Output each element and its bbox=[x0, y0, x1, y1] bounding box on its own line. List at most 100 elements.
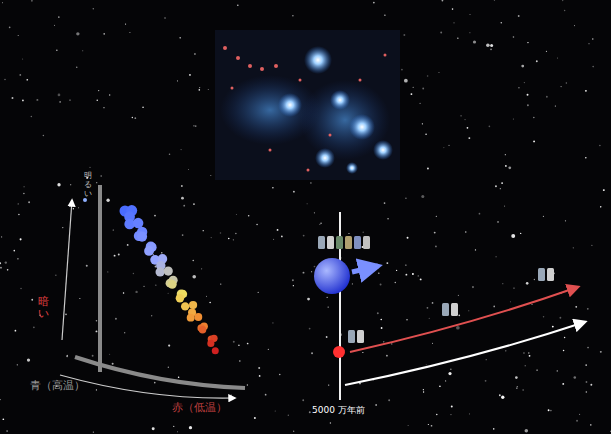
star bbox=[124, 332, 125, 333]
star bbox=[201, 268, 202, 269]
hr-axes bbox=[75, 185, 245, 388]
star bbox=[254, 417, 256, 419]
star bbox=[386, 262, 388, 264]
star bbox=[0, 262, 1, 264]
star bbox=[309, 328, 311, 330]
figure-icon bbox=[318, 236, 325, 249]
star bbox=[352, 283, 353, 284]
star-dot bbox=[189, 301, 197, 309]
star bbox=[425, 133, 427, 135]
star bbox=[526, 282, 529, 285]
star bbox=[419, 103, 420, 104]
star bbox=[408, 425, 409, 426]
axis-label: 青（高温） bbox=[30, 378, 85, 393]
star bbox=[550, 410, 552, 412]
time-label: 5000 万年前 bbox=[312, 404, 365, 417]
star bbox=[179, 37, 181, 39]
star bbox=[585, 90, 587, 92]
star bbox=[1, 236, 2, 237]
figure-icon bbox=[348, 330, 355, 343]
star bbox=[118, 254, 120, 256]
star bbox=[311, 352, 313, 354]
star bbox=[468, 310, 469, 311]
star bbox=[28, 201, 30, 203]
star bbox=[2, 418, 4, 420]
star bbox=[309, 411, 311, 413]
star bbox=[529, 355, 531, 357]
star bbox=[485, 380, 487, 382]
star bbox=[489, 126, 491, 128]
star bbox=[515, 376, 518, 379]
star bbox=[303, 235, 305, 237]
star bbox=[65, 313, 67, 315]
star bbox=[66, 355, 68, 357]
star bbox=[89, 167, 90, 168]
star bbox=[521, 65, 524, 68]
star bbox=[132, 117, 133, 118]
star bbox=[505, 350, 506, 351]
star-dot bbox=[207, 340, 214, 347]
star bbox=[314, 266, 316, 268]
star bbox=[109, 354, 110, 355]
star bbox=[527, 104, 529, 106]
star bbox=[559, 317, 561, 319]
star bbox=[18, 35, 19, 36]
star bbox=[442, 0, 444, 1]
star bbox=[195, 125, 197, 127]
star bbox=[33, 326, 35, 328]
star bbox=[510, 301, 511, 302]
star bbox=[123, 292, 124, 293]
star bbox=[565, 220, 566, 221]
star bbox=[378, 273, 379, 274]
star bbox=[154, 215, 156, 217]
star bbox=[188, 169, 189, 170]
star bbox=[387, 218, 388, 219]
star bbox=[431, 425, 433, 427]
star bbox=[380, 284, 382, 286]
star bbox=[528, 352, 530, 354]
star bbox=[429, 318, 430, 319]
star bbox=[453, 22, 454, 23]
star bbox=[527, 94, 529, 96]
star bbox=[495, 185, 497, 187]
star bbox=[268, 349, 269, 350]
star bbox=[585, 157, 587, 159]
star bbox=[228, 238, 229, 239]
star bbox=[548, 409, 550, 411]
star bbox=[129, 32, 130, 33]
star bbox=[292, 279, 294, 281]
star bbox=[563, 350, 565, 352]
star bbox=[265, 394, 267, 396]
star bbox=[177, 431, 178, 432]
star bbox=[31, 0, 33, 2]
star bbox=[143, 286, 144, 287]
star bbox=[17, 258, 18, 259]
star bbox=[412, 273, 414, 275]
star bbox=[436, 216, 437, 217]
star-dot bbox=[168, 280, 177, 289]
star bbox=[458, 315, 460, 317]
star bbox=[566, 82, 568, 84]
star bbox=[258, 367, 260, 369]
star bbox=[211, 237, 212, 238]
star bbox=[511, 234, 515, 238]
star bbox=[610, 431, 611, 432]
star bbox=[522, 389, 524, 391]
star bbox=[4, 79, 6, 81]
star bbox=[452, 8, 454, 10]
star bbox=[600, 351, 602, 353]
star bbox=[152, 427, 155, 430]
star bbox=[513, 287, 514, 288]
star bbox=[516, 388, 517, 389]
star bbox=[135, 291, 137, 293]
star bbox=[450, 414, 451, 415]
star bbox=[465, 231, 466, 232]
star bbox=[380, 319, 382, 321]
star bbox=[473, 40, 476, 43]
star bbox=[591, 245, 592, 246]
star bbox=[493, 306, 495, 308]
star bbox=[79, 298, 80, 299]
star bbox=[22, 100, 24, 102]
figure-icon bbox=[357, 330, 364, 343]
star bbox=[564, 337, 565, 338]
